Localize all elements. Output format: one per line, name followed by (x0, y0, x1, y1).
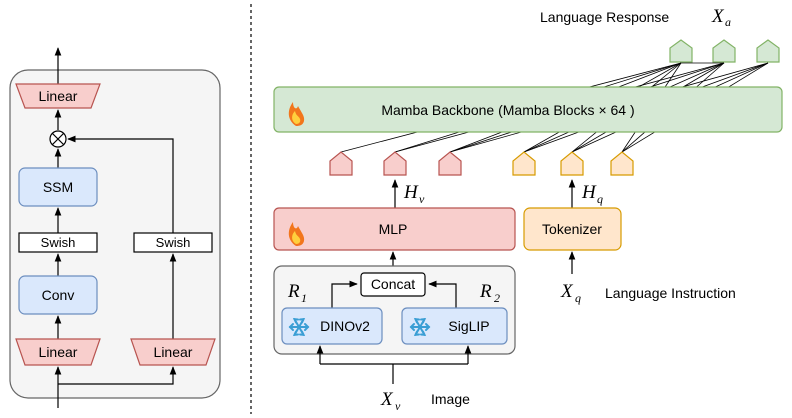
visual-tokens (329, 151, 462, 176)
language-response-title: Language Response X a (540, 6, 731, 29)
mamba-block-panel: Linear SSM Swish Conv (9, 47, 221, 408)
xv-symbol: X v (380, 389, 401, 413)
text-token (560, 151, 584, 176)
top-linear-block: Linear (15, 83, 101, 109)
siglip-label: SigLIP (448, 318, 489, 334)
r1-letter: R (287, 281, 300, 302)
xq-symbol: X q (560, 281, 581, 305)
conv-block: Conv (18, 275, 98, 315)
bottom-linear-right-label: Linear (154, 344, 193, 360)
hv-subscript: v (419, 192, 425, 206)
r1-symbol: R 1 (287, 281, 307, 305)
visual-token (329, 151, 353, 176)
output-token (756, 39, 780, 63)
text-token (512, 151, 536, 176)
hq-letter: H (581, 182, 597, 203)
concat-label: Concat (371, 276, 415, 292)
tokenizer-label: Tokenizer (542, 221, 602, 237)
text-token (610, 151, 634, 176)
tokenizer-block: Tokenizer (523, 207, 622, 251)
architecture-panel: Language Response X a (273, 6, 783, 413)
hv-symbol: H v (403, 182, 425, 206)
hq-symbol: H q (581, 182, 603, 206)
dinov2-block: DINOv2 (281, 307, 383, 345)
r1-subscript: 1 (301, 291, 307, 305)
mamba-backbone: Mamba Backbone (Mamba Blocks × 64 ) (273, 86, 783, 133)
concat-block: Concat (360, 272, 426, 297)
xa-subscript: a (725, 15, 731, 29)
swish-right-label: Swish (156, 235, 191, 250)
multiply-node (49, 130, 67, 148)
mlp-label: MLP (379, 221, 408, 237)
xv-subscript: v (395, 399, 401, 413)
top-linear-label: Linear (39, 88, 78, 104)
xa-symbol: X (711, 6, 725, 27)
xq-letter: X (560, 281, 574, 302)
mamba-block-frame (9, 69, 221, 399)
mlp-block: MLP (273, 207, 516, 251)
xv-letter: X (380, 389, 394, 410)
r2-symbol: R 2 (479, 281, 500, 305)
output-token (669, 39, 693, 63)
visual-token (383, 151, 407, 176)
siglip-block: SigLIP (401, 307, 508, 345)
backbone-label: Mamba Backbone (Mamba Blocks × 64 ) (381, 102, 634, 118)
output-tokens (669, 39, 780, 63)
hq-subscript: q (597, 192, 603, 206)
swish-right-block: Swish (133, 232, 213, 253)
output-token (712, 39, 736, 63)
swish-left-block: Swish (18, 232, 98, 253)
visual-token (438, 151, 462, 176)
image-label: Image (431, 391, 470, 407)
text-tokens (512, 151, 634, 176)
bottom-linear-left-label: Linear (39, 344, 78, 360)
conv-label: Conv (42, 287, 75, 303)
gate-arrow (67, 135, 174, 233)
dinov2-label: DINOv2 (320, 318, 370, 334)
r2-letter: R (479, 281, 492, 302)
language-instruction-label: Language Instruction (605, 285, 736, 301)
xq-subscript: q (575, 291, 581, 305)
language-response-label: Language Response (540, 9, 669, 25)
bottom-linear-right-block: Linear (130, 338, 216, 366)
ssm-block: SSM (18, 167, 98, 207)
hv-letter: H (403, 182, 419, 203)
swish-left-label: Swish (41, 235, 76, 250)
ssm-label: SSM (43, 179, 73, 195)
r2-subscript: 2 (494, 291, 500, 305)
bottom-linear-left-block: Linear (15, 338, 101, 366)
vision-encoder-group: Concat R 1 R 2 DINOv2 SigLIP (273, 265, 516, 355)
